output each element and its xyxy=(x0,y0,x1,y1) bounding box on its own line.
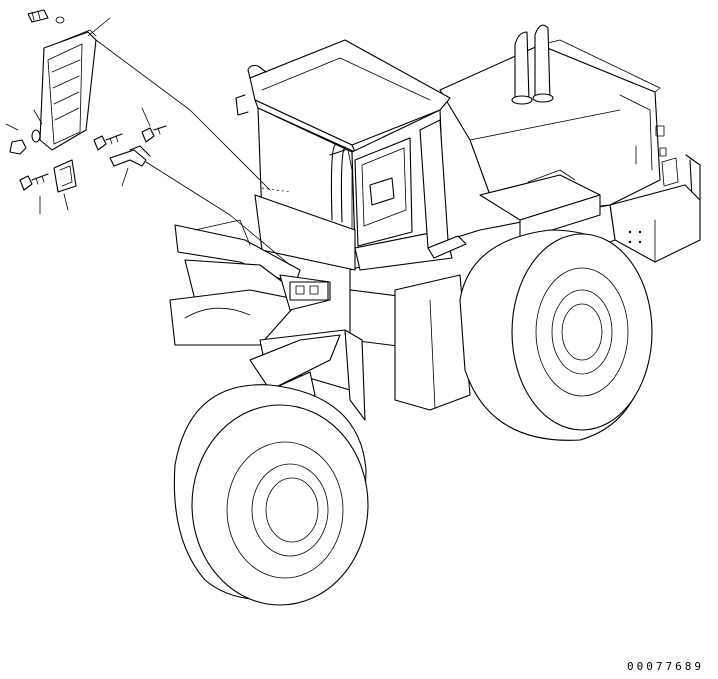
front-wheel xyxy=(173,384,369,606)
leader-lines xyxy=(5,17,291,266)
bolt-left-icon xyxy=(19,173,49,191)
operator-cab xyxy=(235,39,467,271)
bolt-middle-icon xyxy=(93,133,123,151)
exploded-parts xyxy=(9,9,167,193)
nut-icon xyxy=(9,129,41,155)
step-ladder-icon xyxy=(39,29,97,151)
bolt-top-icon xyxy=(27,9,49,23)
drawing-number: 00077689 xyxy=(627,660,704,673)
rear-wheel xyxy=(459,229,653,441)
bolt-right-icon xyxy=(141,125,167,143)
u-bracket-icon xyxy=(53,159,77,193)
clip-bracket-icon xyxy=(109,145,151,167)
